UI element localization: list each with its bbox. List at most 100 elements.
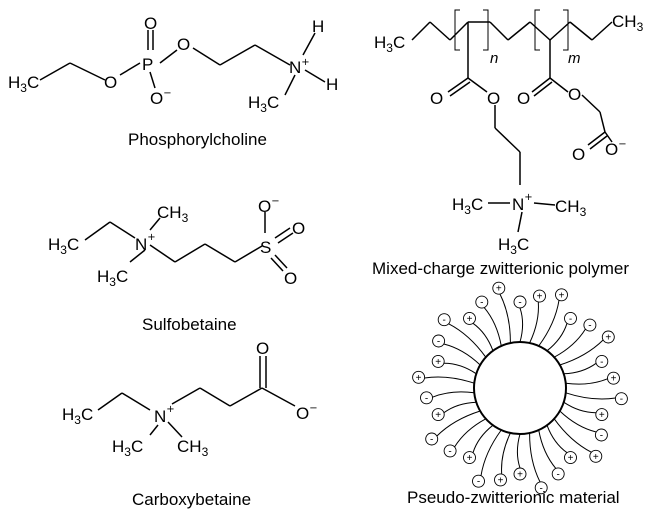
charge-sign: + [416, 373, 422, 384]
charge-marker [607, 371, 620, 385]
oxygen-ester-label: O [487, 89, 500, 108]
phosphorus-label: P [142, 55, 153, 74]
h3c-label: H3C [48, 235, 79, 257]
charge-marker [431, 354, 445, 368]
charge-sign: - [569, 314, 572, 325]
nitrogen-label: N+ [135, 232, 156, 254]
polymer-chain [563, 362, 597, 375]
charge-marker [425, 432, 439, 446]
polymer-chain [436, 410, 481, 437]
charge-marker [533, 289, 546, 303]
polymer-chain [519, 307, 524, 343]
charge-marker [595, 354, 609, 368]
charge-marker [463, 311, 476, 325]
charge-marker [534, 481, 548, 495]
charge-sign: - [540, 483, 543, 494]
charge-sign: + [537, 292, 543, 303]
oxygen-anion-label: O− [605, 139, 627, 159]
charge-marker [513, 295, 527, 309]
h3c-bottom-label: H3C [498, 235, 529, 257]
polymer-chain [483, 307, 502, 347]
oxygen-anion-label: O− [150, 88, 172, 108]
charge-sign: - [600, 357, 603, 368]
h3c-label: H3C [62, 405, 93, 427]
ch3-right-label: CH3 [612, 12, 644, 34]
charge-marker [420, 391, 433, 405]
charge-sign: - [477, 477, 480, 488]
polymer-chain [516, 433, 521, 469]
polymer-chain [546, 323, 568, 352]
oxygen-double-label: O [430, 89, 443, 108]
polymer-chain [563, 401, 597, 414]
charge-sign: - [425, 393, 428, 404]
polymer-chain [559, 410, 597, 433]
charge-sign: + [559, 290, 565, 301]
charge-sign: + [496, 284, 502, 295]
polymer-chain [546, 425, 568, 454]
charge-sign: + [605, 333, 611, 344]
oxygen-anion-label: O− [258, 196, 280, 216]
nanoparticle-core [473, 341, 567, 435]
polymer-chain [553, 418, 592, 453]
charge-marker [594, 428, 608, 442]
h3c-bottom-label: H3C [248, 93, 279, 115]
charge-sign: + [435, 410, 441, 421]
charge-sign: + [599, 410, 605, 421]
polymer-chain [565, 392, 616, 400]
oxygen-anion-label: O− [296, 403, 318, 423]
polymer-chain [443, 343, 481, 366]
charge-marker [551, 467, 565, 481]
hydrogen-right-label: H [326, 75, 338, 94]
charge-sign: - [430, 435, 433, 446]
charge-sign: + [568, 453, 574, 464]
pseudo-caption: Pseudo-zwitterionic material [407, 488, 620, 507]
polymer-chain [538, 300, 560, 347]
polymer-chain [432, 391, 475, 398]
polymer-chain [553, 328, 586, 358]
charge-marker [412, 370, 426, 384]
charge-marker [432, 334, 446, 348]
charge-marker [564, 451, 577, 465]
charge-marker [494, 473, 507, 487]
h3c-left-label: H3C [374, 33, 405, 55]
charge-marker [583, 318, 597, 332]
charge-marker [564, 311, 577, 325]
charge-marker [431, 408, 445, 422]
charge-marker [614, 392, 628, 406]
polymer-chain [472, 322, 494, 351]
oxygen-ester-label: O [568, 85, 581, 104]
polymer-chain [424, 376, 475, 384]
pseudo-zwitterionic-structure: -++--+-+-+-++--++-+--+-++--+-+ [412, 281, 628, 495]
polymer-chain [529, 432, 541, 483]
charge-marker [601, 330, 615, 344]
charge-marker [443, 444, 457, 458]
ch3-label: CH3 [555, 197, 587, 219]
charge-sign: - [600, 431, 603, 442]
sulfobetaine-structure: H3C N+ CH3 H3C S O− O O [48, 196, 305, 289]
h3c-label: H3C [452, 195, 483, 217]
charge-sign: - [443, 315, 446, 326]
charge-sign: - [518, 298, 521, 309]
phosphorylcholine-structure: H3C O P O O− O N+ H H H3C [8, 14, 338, 115]
charge-sign: + [435, 357, 441, 368]
mixed-charge-polymer-structure: H3C CH3 n m O O O O O O− N+ H3C CH3 H3C [374, 9, 644, 257]
oxygen-ester-label: O [177, 35, 190, 54]
charge-sign: - [448, 446, 451, 457]
nitrogen-label: N+ [512, 192, 533, 214]
h3c-label: H3C [8, 73, 39, 95]
charge-sign: + [467, 314, 473, 325]
charge-sign: + [593, 452, 599, 463]
polymer-chain [565, 378, 608, 385]
charge-marker [463, 451, 476, 465]
charge-marker [437, 313, 451, 327]
charge-marker [475, 295, 489, 309]
polymer-chain [499, 293, 511, 344]
oxygen-label: O [292, 219, 305, 238]
charge-sign: + [611, 374, 617, 385]
charge-sign: - [620, 394, 623, 405]
h3c-bottom-label: H3C [112, 437, 143, 459]
charge-sign: - [588, 321, 591, 332]
polymer-chain [454, 418, 487, 448]
oxygen-double-label: O [256, 339, 269, 358]
